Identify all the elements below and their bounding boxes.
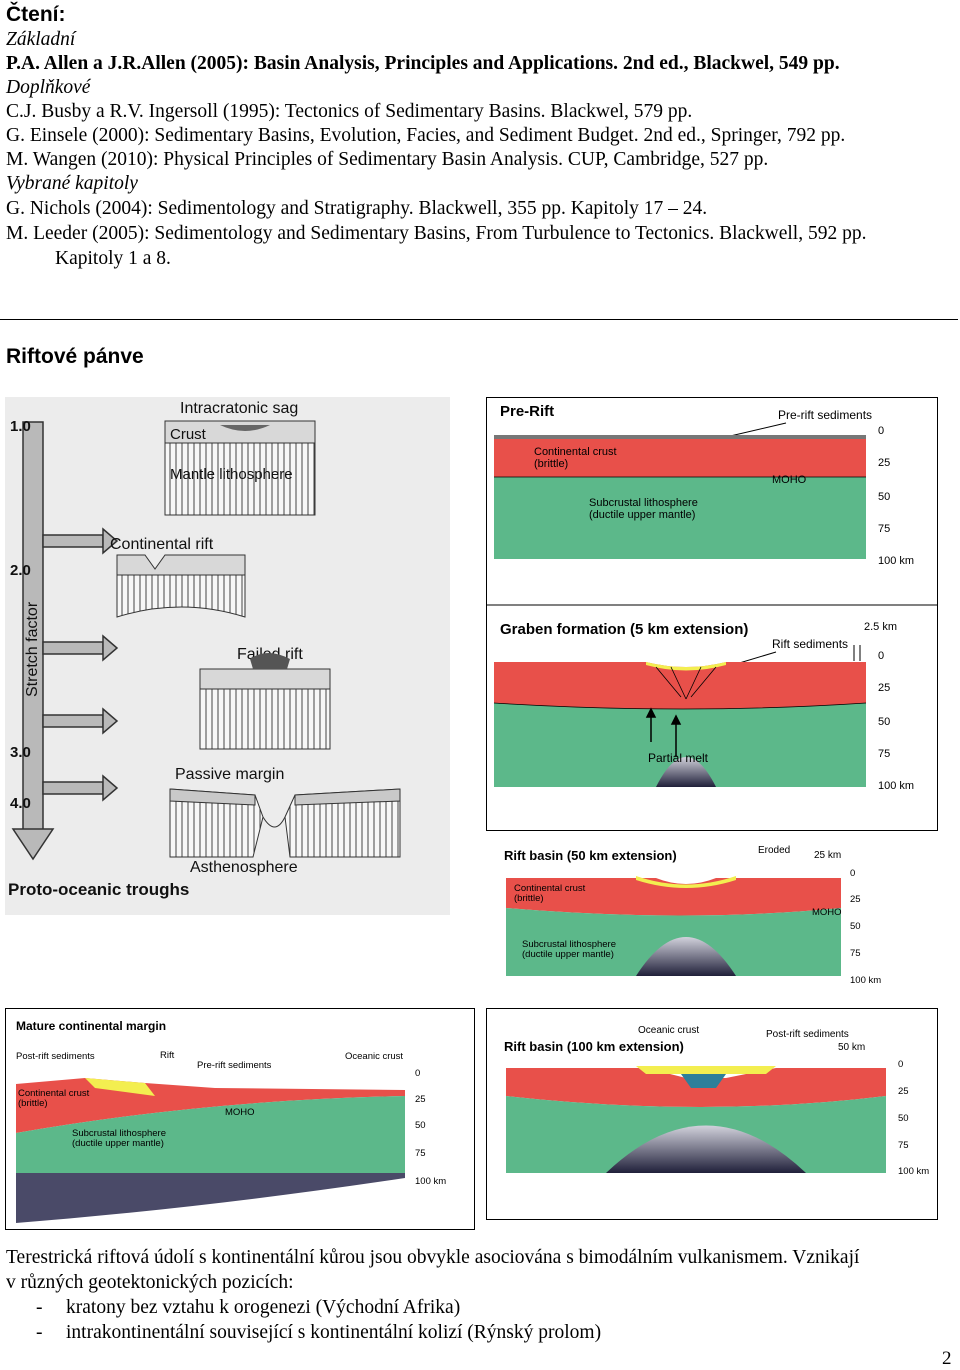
body-paragraph: v různých geotektonických pozicích: (6, 1272, 294, 1293)
svg-text:Rift: Rift (160, 1050, 175, 1061)
sediments-label: Pre-rift sediments (778, 408, 872, 422)
asthenosphere-label: Asthenosphere (190, 859, 298, 876)
crust-label: Crust (170, 426, 207, 443)
panel-title: Rift basin (50 km extension) (504, 848, 677, 863)
svg-text:100 km: 100 km (850, 975, 881, 986)
stretch-tick: 3.0 (10, 744, 31, 761)
svg-text:100 km: 100 km (878, 555, 914, 567)
bullet-marker: - (36, 1297, 43, 1318)
panel-title: Graben formation (5 km extension) (500, 621, 748, 638)
section-title: Riftové pánve (6, 345, 144, 368)
bullet-marker: - (36, 1322, 43, 1343)
reading-heading: Čtení: (6, 3, 66, 26)
rift-basin-100-figure: Rift basin (100 km extension) Oceanic cr… (486, 1008, 938, 1220)
subcrustal-lithosphere (494, 477, 866, 559)
svg-text:25: 25 (878, 457, 890, 469)
svg-text:Oceanic crust: Oceanic crust (345, 1051, 403, 1062)
svg-text:(ductile upper mantle): (ductile upper mantle) (72, 1138, 164, 1149)
svg-text:Subcrustal lithosphere: Subcrustal lithosphere (72, 1128, 166, 1139)
svg-text:50: 50 (898, 1113, 909, 1124)
supplementary-label: Doplňkové (6, 77, 91, 98)
svg-text:Subcrustal lithosphere: Subcrustal lithosphere (522, 939, 616, 950)
divider (0, 319, 958, 320)
rift-evolution-figure: 1.0 2.0 3.0 4.0 Stretch factor Intracrat… (5, 397, 450, 915)
list-item: intrakontinentální související s kontine… (66, 1322, 602, 1343)
chapter-reference: M. Leeder (2005): Sedimentology and Sedi… (6, 223, 867, 244)
axis-label: Stretch factor (24, 601, 41, 697)
svg-text:50: 50 (878, 716, 890, 728)
svg-text:0: 0 (850, 868, 855, 879)
svg-text:100 km: 100 km (898, 1166, 929, 1177)
svg-text:0: 0 (415, 1068, 420, 1079)
svg-text:Post-rift sediments: Post-rift sediments (766, 1029, 849, 1040)
svg-text:Continental crust: Continental crust (534, 446, 617, 458)
chapter-reference: G. Nichols (2004): Sedimentology and Str… (6, 198, 708, 219)
partial-melt-label: Partial melt (648, 751, 709, 765)
svg-text:25: 25 (415, 1094, 426, 1105)
basic-label: Základní (6, 29, 76, 50)
svg-text:0: 0 (878, 650, 884, 662)
panel-title: Pre-Rift (500, 403, 554, 420)
svg-text:25: 25 (898, 1086, 909, 1097)
svg-text:Subcrustal lithosphere: Subcrustal lithosphere (589, 497, 698, 509)
panel-title: Mature continental margin (16, 1019, 166, 1033)
svg-text:100 km: 100 km (878, 780, 914, 792)
stage-label: Continental rift (110, 536, 214, 553)
svg-text:MOHO: MOHO (812, 907, 842, 918)
supp-reference: G. Einsele (2000): Sedimentary Basins, E… (6, 125, 846, 146)
stage-label: Proto-oceanic troughs (8, 880, 189, 899)
panel-title: Rift basin (100 km extension) (504, 1039, 684, 1054)
rift-basin-50-figure: Rift basin (50 km extension) Eroded 25 k… (504, 845, 881, 986)
svg-text:0: 0 (878, 425, 884, 437)
svg-text:50 km: 50 km (838, 1042, 865, 1053)
svg-text:Pre-rift sediments: Pre-rift sediments (197, 1060, 272, 1071)
svg-text:25: 25 (878, 682, 890, 694)
body-paragraph: Terestrická riftová údolí s kontinentáln… (6, 1247, 860, 1268)
svg-text:MOHO: MOHO (225, 1107, 255, 1118)
stage-label: Passive margin (175, 766, 284, 783)
svg-text:50: 50 (415, 1120, 426, 1131)
rift-sediments-label: Rift sediments (772, 637, 848, 651)
svg-text:(ductile upper mantle): (ductile upper mantle) (522, 949, 614, 960)
chapters-label: Vybrané kapitoly (6, 173, 138, 194)
svg-text:50: 50 (878, 491, 890, 503)
supp-reference: M. Wangen (2010): Physical Principles of… (6, 149, 769, 170)
svg-text:Post-rift sediments: Post-rift sediments (16, 1051, 95, 1062)
svg-text:75: 75 (850, 948, 861, 959)
stretch-tick: 2.0 (10, 562, 31, 579)
mature-margin-figure: Mature continental margin Post-rift sedi… (5, 1008, 475, 1230)
svg-text:(brittle): (brittle) (18, 1098, 48, 1109)
page-number: 2 (942, 1348, 952, 1369)
svg-text:75: 75 (878, 748, 890, 760)
svg-text:Continental crust: Continental crust (18, 1088, 90, 1099)
chapter-reference: Kapitoly 1 a 8. (55, 248, 171, 269)
basic-reference: P.A. Allen a J.R.Allen (2005): Basin Ana… (6, 53, 840, 74)
continental-crust (494, 439, 866, 477)
svg-text:(brittle): (brittle) (514, 893, 544, 904)
svg-text:Oceanic crust: Oceanic crust (638, 1025, 699, 1036)
svg-text:(brittle): (brittle) (534, 458, 568, 470)
supp-reference: C.J. Busby a R.V. Ingersoll (1995): Tect… (6, 101, 693, 122)
svg-text:25 km: 25 km (814, 850, 841, 861)
svg-text:0: 0 (898, 1059, 903, 1070)
list-item: kratony bez vztahu k orogenezi (Východní… (66, 1297, 461, 1318)
pre-rift-graben-figure: Pre-Rift Pre-rift sediments Continental … (486, 397, 938, 831)
stretch-tick: 4.0 (10, 795, 31, 812)
svg-text:75: 75 (415, 1148, 426, 1159)
svg-text:(ductile upper mantle): (ductile upper mantle) (589, 509, 695, 521)
svg-text:Eroded: Eroded (758, 845, 790, 856)
stage-label: Intracratonic sag (180, 400, 298, 417)
svg-text:75: 75 (898, 1140, 909, 1151)
svg-text:2.5 km: 2.5 km (864, 621, 897, 633)
svg-text:100 km: 100 km (415, 1176, 446, 1187)
moho-label: MOHO (772, 474, 807, 486)
svg-text:75: 75 (878, 523, 890, 535)
svg-text:Continental crust: Continental crust (514, 883, 586, 894)
svg-text:50: 50 (850, 921, 861, 932)
svg-text:25: 25 (850, 894, 861, 905)
mantle-label: Mantle lithosphere (170, 466, 293, 483)
stretch-tick: 1.0 (10, 418, 31, 435)
